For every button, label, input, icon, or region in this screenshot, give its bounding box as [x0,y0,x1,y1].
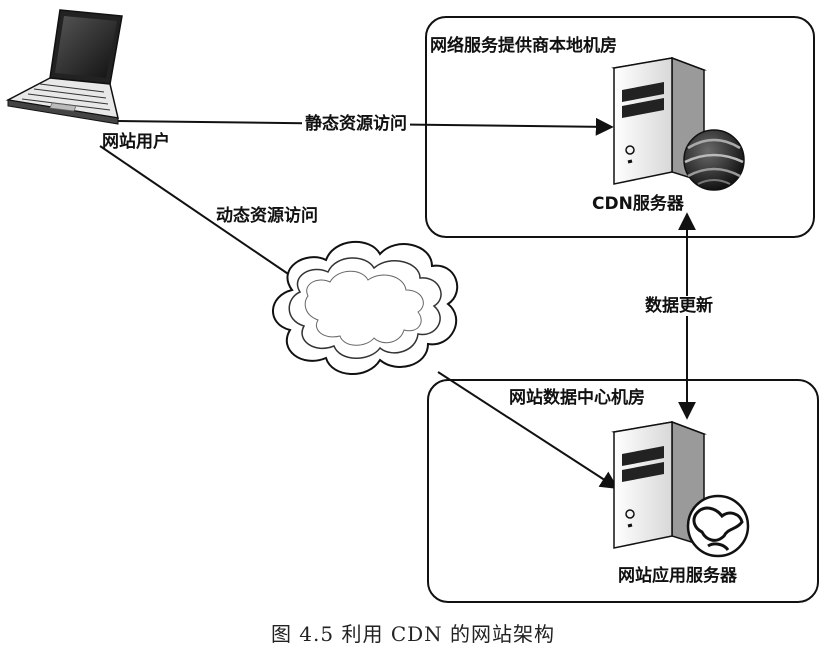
data-center-box [427,379,819,603]
cloud-icon [272,240,459,375]
figure-caption: 图 4.5 利用 CDN 的网站架构 [270,622,556,646]
laptop-icon [5,9,123,125]
cdn-server-label: CDN服务器 [592,194,684,214]
data-center-label: 网站数据中心机房 [506,388,648,408]
dynamic-access-line [99,145,301,283]
isp-room-label: 网络服务提供商本地机房 [430,36,617,56]
user-label: 网站用户 [102,132,170,152]
dynamic-access-arrow [437,371,619,489]
globe-icon [686,494,750,558]
dynamic-access-label: 动态资源访问 [216,206,318,226]
app-server-label: 网站应用服务器 [618,566,737,586]
isp-room-box [425,16,815,238]
static-access-label: 静态资源访问 [302,114,410,134]
data-update-label: 数据更新 [642,296,716,316]
globe-icon [683,129,745,191]
